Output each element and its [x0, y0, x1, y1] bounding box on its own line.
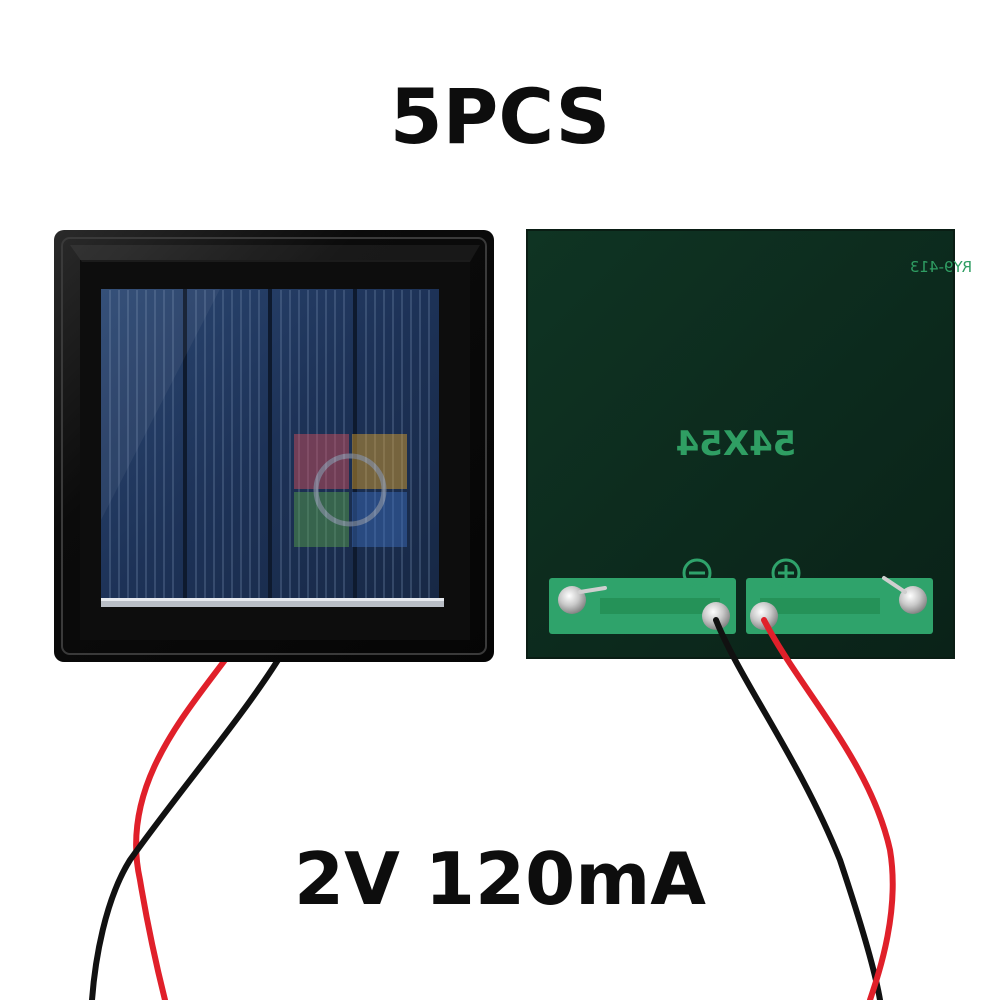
spec-caption: 2V 120mA	[294, 837, 706, 921]
back-panel-black-wire	[713, 617, 883, 1000]
quantity-title: 5PCS	[389, 72, 611, 161]
solder-joint-right	[882, 576, 927, 614]
solder-joint-left	[558, 586, 607, 614]
back-panel-red-wire	[761, 617, 896, 1000]
watermark-logo	[294, 434, 407, 547]
front-panel-black-wire	[89, 657, 281, 1000]
solar-panel-back-pcb: RY9-413 54X54	[526, 229, 972, 659]
front-panel-red-wire	[133, 657, 228, 1000]
pcb-model-code: RY9-413	[910, 258, 972, 276]
negative-symbol-icon	[682, 558, 712, 588]
pcb-size-code: 54X54	[676, 424, 797, 464]
solar-panel-front	[54, 230, 494, 662]
positive-symbol-icon	[771, 558, 801, 588]
solder-joint-negative	[702, 602, 730, 630]
solder-joint-positive	[750, 602, 778, 630]
